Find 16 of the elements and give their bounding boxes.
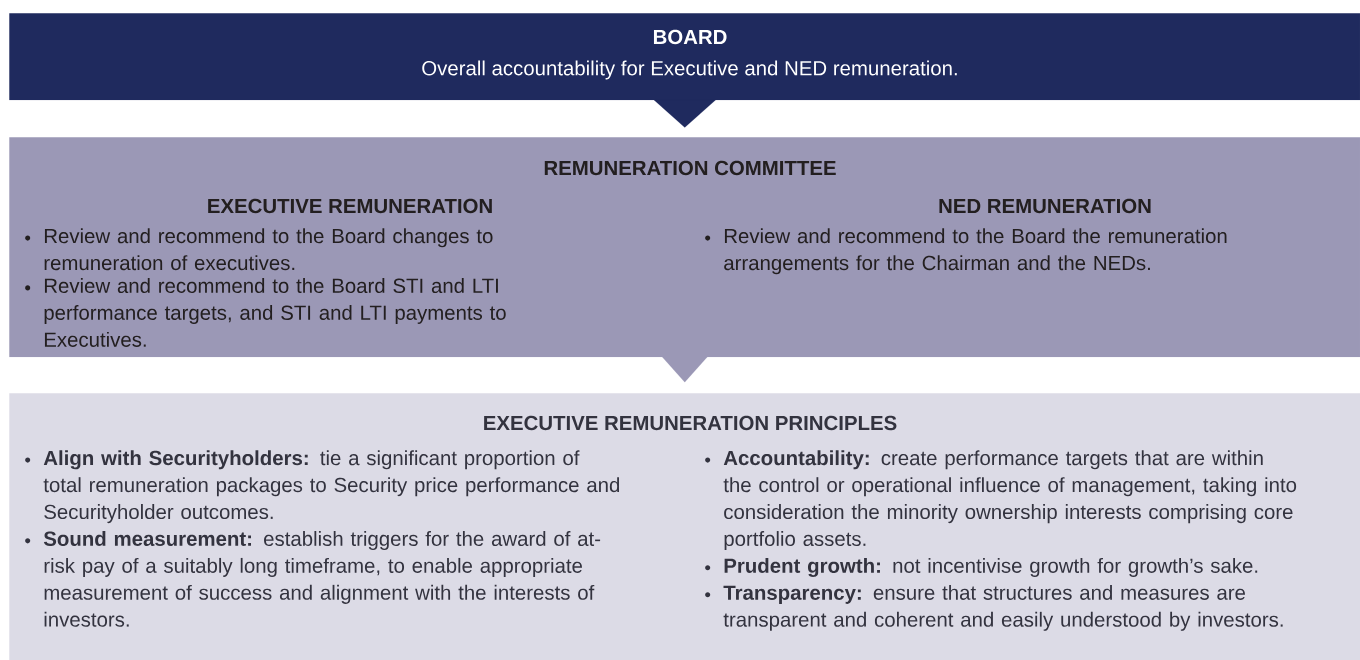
band-heading: REMUNERATION COMMITTEE: [544, 160, 836, 176]
band-heading: EXECUTIVE REMUNERATION PRINCIPLES: [484, 415, 897, 431]
bullet-item: Align with Securityholders: tie a significant proportion of total remuneration packages to Security price performance and Securityholder outcomes.: [25, 450, 620, 524]
band-subtitle: Overall accountability for Executive and NED remuneration.: [422, 60, 957, 80]
bullet-item: Accountability: create performance targets that are within the control or operational influence of management, taking into consideration the minority ownership interests comprising core portfolio assets.: [705, 450, 1297, 551]
bullet-item: Review and recommend to the Board changes to remuneration of executives.: [25, 228, 493, 271]
bullet-item: Review and recommend to the Board STI and LTI performance targets, and STI and LTI payments to Executives.: [25, 278, 506, 347]
bullet-item: Sound measurement: establish triggers for the award of at-risk pay of a suitably long timeframe, to enable appropriate measurement of success and alignment with the interests of investors.: [25, 531, 601, 627]
bullet-item: Transparency: ensure that structures and measures are transparent and coherent and easily understood by investors.: [705, 584, 1283, 631]
bullet-item: Review and recommend to the Board the remuneration arrangements for the Chairman and the NEDs.: [705, 228, 1227, 275]
column-heading: NED REMUNERATION: [939, 198, 1151, 214]
chevron-arrow: [653, 99, 716, 128]
column-heading: EXECUTIVE REMUNERATION: [208, 198, 492, 214]
bullet-item: Prudent growth: not incentivise growth for growth’s sake.: [705, 557, 1258, 578]
band-heading: BOARD: [653, 29, 727, 45]
chevron-arrow: [662, 356, 708, 383]
